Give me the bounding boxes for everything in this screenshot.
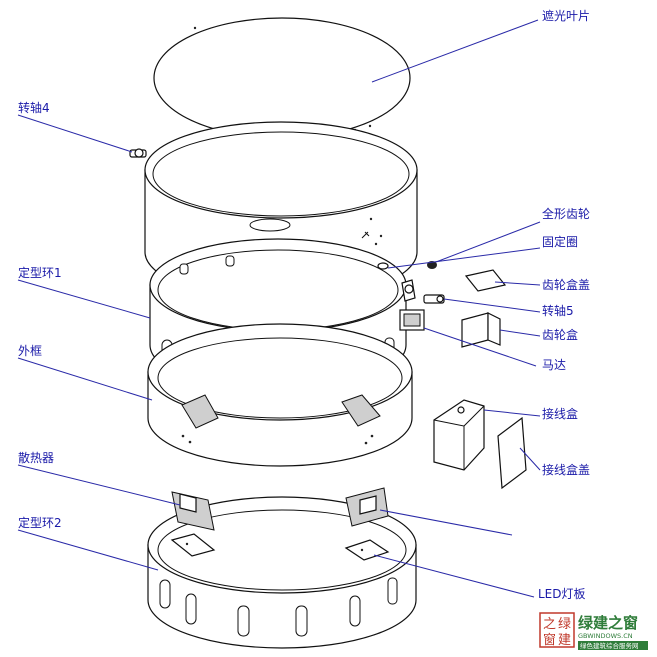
label-junction-cover: 接线盒盖: [542, 462, 590, 477]
label-sector-gear: 全形齿轮: [542, 206, 590, 221]
outer-frame-part: [147, 323, 413, 467]
watermark-tagline: 绿色建筑综合服务网: [580, 641, 639, 650]
label-motor: 马达: [542, 358, 566, 372]
label-led-board: LED灯板: [538, 587, 586, 601]
drive-assembly-part: [377, 261, 445, 331]
watermark-stamp-char-4: 建: [558, 633, 571, 648]
ring2-part: [147, 496, 417, 649]
shade-blade-part: [153, 17, 411, 139]
label-shaft5: 转轴5: [542, 303, 574, 318]
label-heatsink: 散热器: [18, 450, 54, 465]
label-shaft4: 转轴4: [18, 100, 50, 115]
leader-lines: [17, 19, 541, 598]
heatsink-part: [171, 487, 389, 531]
watermark-stamp-char-3: 绿: [558, 617, 571, 632]
shaft4-part: [129, 148, 147, 158]
label-ring2: 定型环2: [18, 515, 62, 530]
label-frame: 外框: [18, 344, 42, 358]
part-labels: 遮光叶片 转轴4 全形齿轮 固定圈 齿轮盒盖 转轴5 定型环1 齿轮盒 马达 外…: [18, 8, 590, 601]
label-shade: 遮光叶片: [542, 8, 590, 23]
label-ring1: 定型环1: [18, 265, 62, 280]
watermark-brand: 绿建之窗: [578, 614, 638, 632]
gearbox-part: [461, 269, 507, 348]
label-junction-box: 接线盒: [542, 406, 578, 421]
label-gearbox: 齿轮盒: [542, 327, 578, 342]
label-fixed-ring: 固定圈: [542, 234, 578, 249]
junction-box-part: [433, 399, 527, 490]
watermark-stamp-char-2: 窗: [543, 632, 556, 648]
watermark-logo: 之 窗 绿 建 绿建之窗 GBWINDOWS.CN 绿色建筑综合服务网: [539, 612, 648, 650]
watermark-stamp-char-1: 之: [543, 617, 556, 632]
led-board-part: [170, 533, 390, 561]
label-gearbox-cover: 齿轮盒盖: [542, 277, 590, 292]
watermark-site: GBWINDOWS.CN: [578, 632, 633, 640]
